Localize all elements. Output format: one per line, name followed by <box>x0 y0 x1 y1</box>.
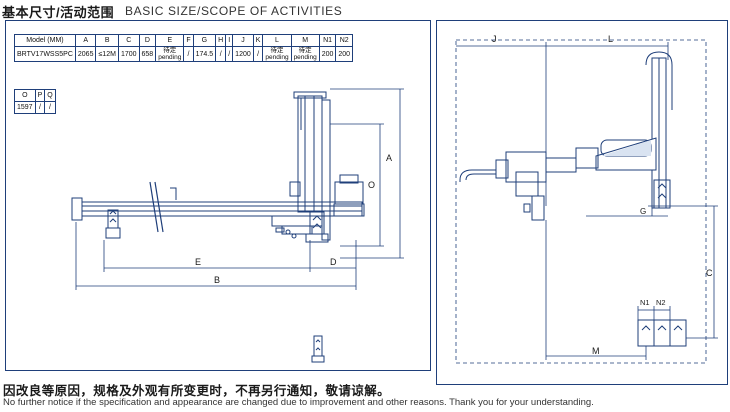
spec-value-cell: ≤12M <box>95 46 119 62</box>
dim-label-c: C <box>706 268 713 278</box>
spec-value-cell: 1200 <box>232 46 254 62</box>
dim-label-a: A <box>386 153 392 163</box>
side-view-drawing: J L G C M N1 N2 <box>455 34 718 364</box>
notice-zh: 因改良等原因，规格及外观有所变更时，不再另行通知，敬请谅解。 <box>3 384 391 398</box>
dim-label-e: E <box>195 257 201 267</box>
section-title-en: BASIC SIZE/SCOPE OF ACTIVITIES <box>125 4 343 18</box>
spec-value-cell: 658 <box>138 46 157 62</box>
spec-value-cell: / <box>44 101 56 114</box>
front-view-drawing: A O E D B <box>71 88 404 363</box>
dim-label-d: D <box>330 257 337 267</box>
spec-value-cell: / <box>183 46 194 62</box>
spec-value-cell: / <box>215 46 227 62</box>
dim-label-g: G <box>640 207 646 216</box>
dim-label-n1: N1 <box>640 298 650 307</box>
section-title-zh: 基本尺寸/活动范围 <box>2 5 115 20</box>
dim-label-n2: N2 <box>656 298 666 307</box>
dim-label-b: B <box>214 275 220 285</box>
spec-value-cell: 200 <box>335 46 354 62</box>
dim-label-m: M <box>592 346 600 356</box>
spec-value-cell: 1597 <box>14 101 36 114</box>
right-drawing-panel <box>436 20 728 385</box>
spec-header-cell: B <box>95 34 119 47</box>
spec-header-cell: N2 <box>335 34 354 47</box>
notice-en: No further notice if the specification a… <box>3 397 594 408</box>
spec-value-row: 1597// <box>14 101 56 114</box>
spec-value-cell: / <box>225 46 234 62</box>
spec-value-cell: BRTV17WSS5PC <box>14 46 76 62</box>
left-drawing-panel <box>5 20 431 371</box>
vertical-column <box>297 95 323 213</box>
dim-label-j: J <box>492 34 497 44</box>
dim-label-l: L <box>608 34 613 44</box>
dim-label-o: O <box>368 180 375 190</box>
